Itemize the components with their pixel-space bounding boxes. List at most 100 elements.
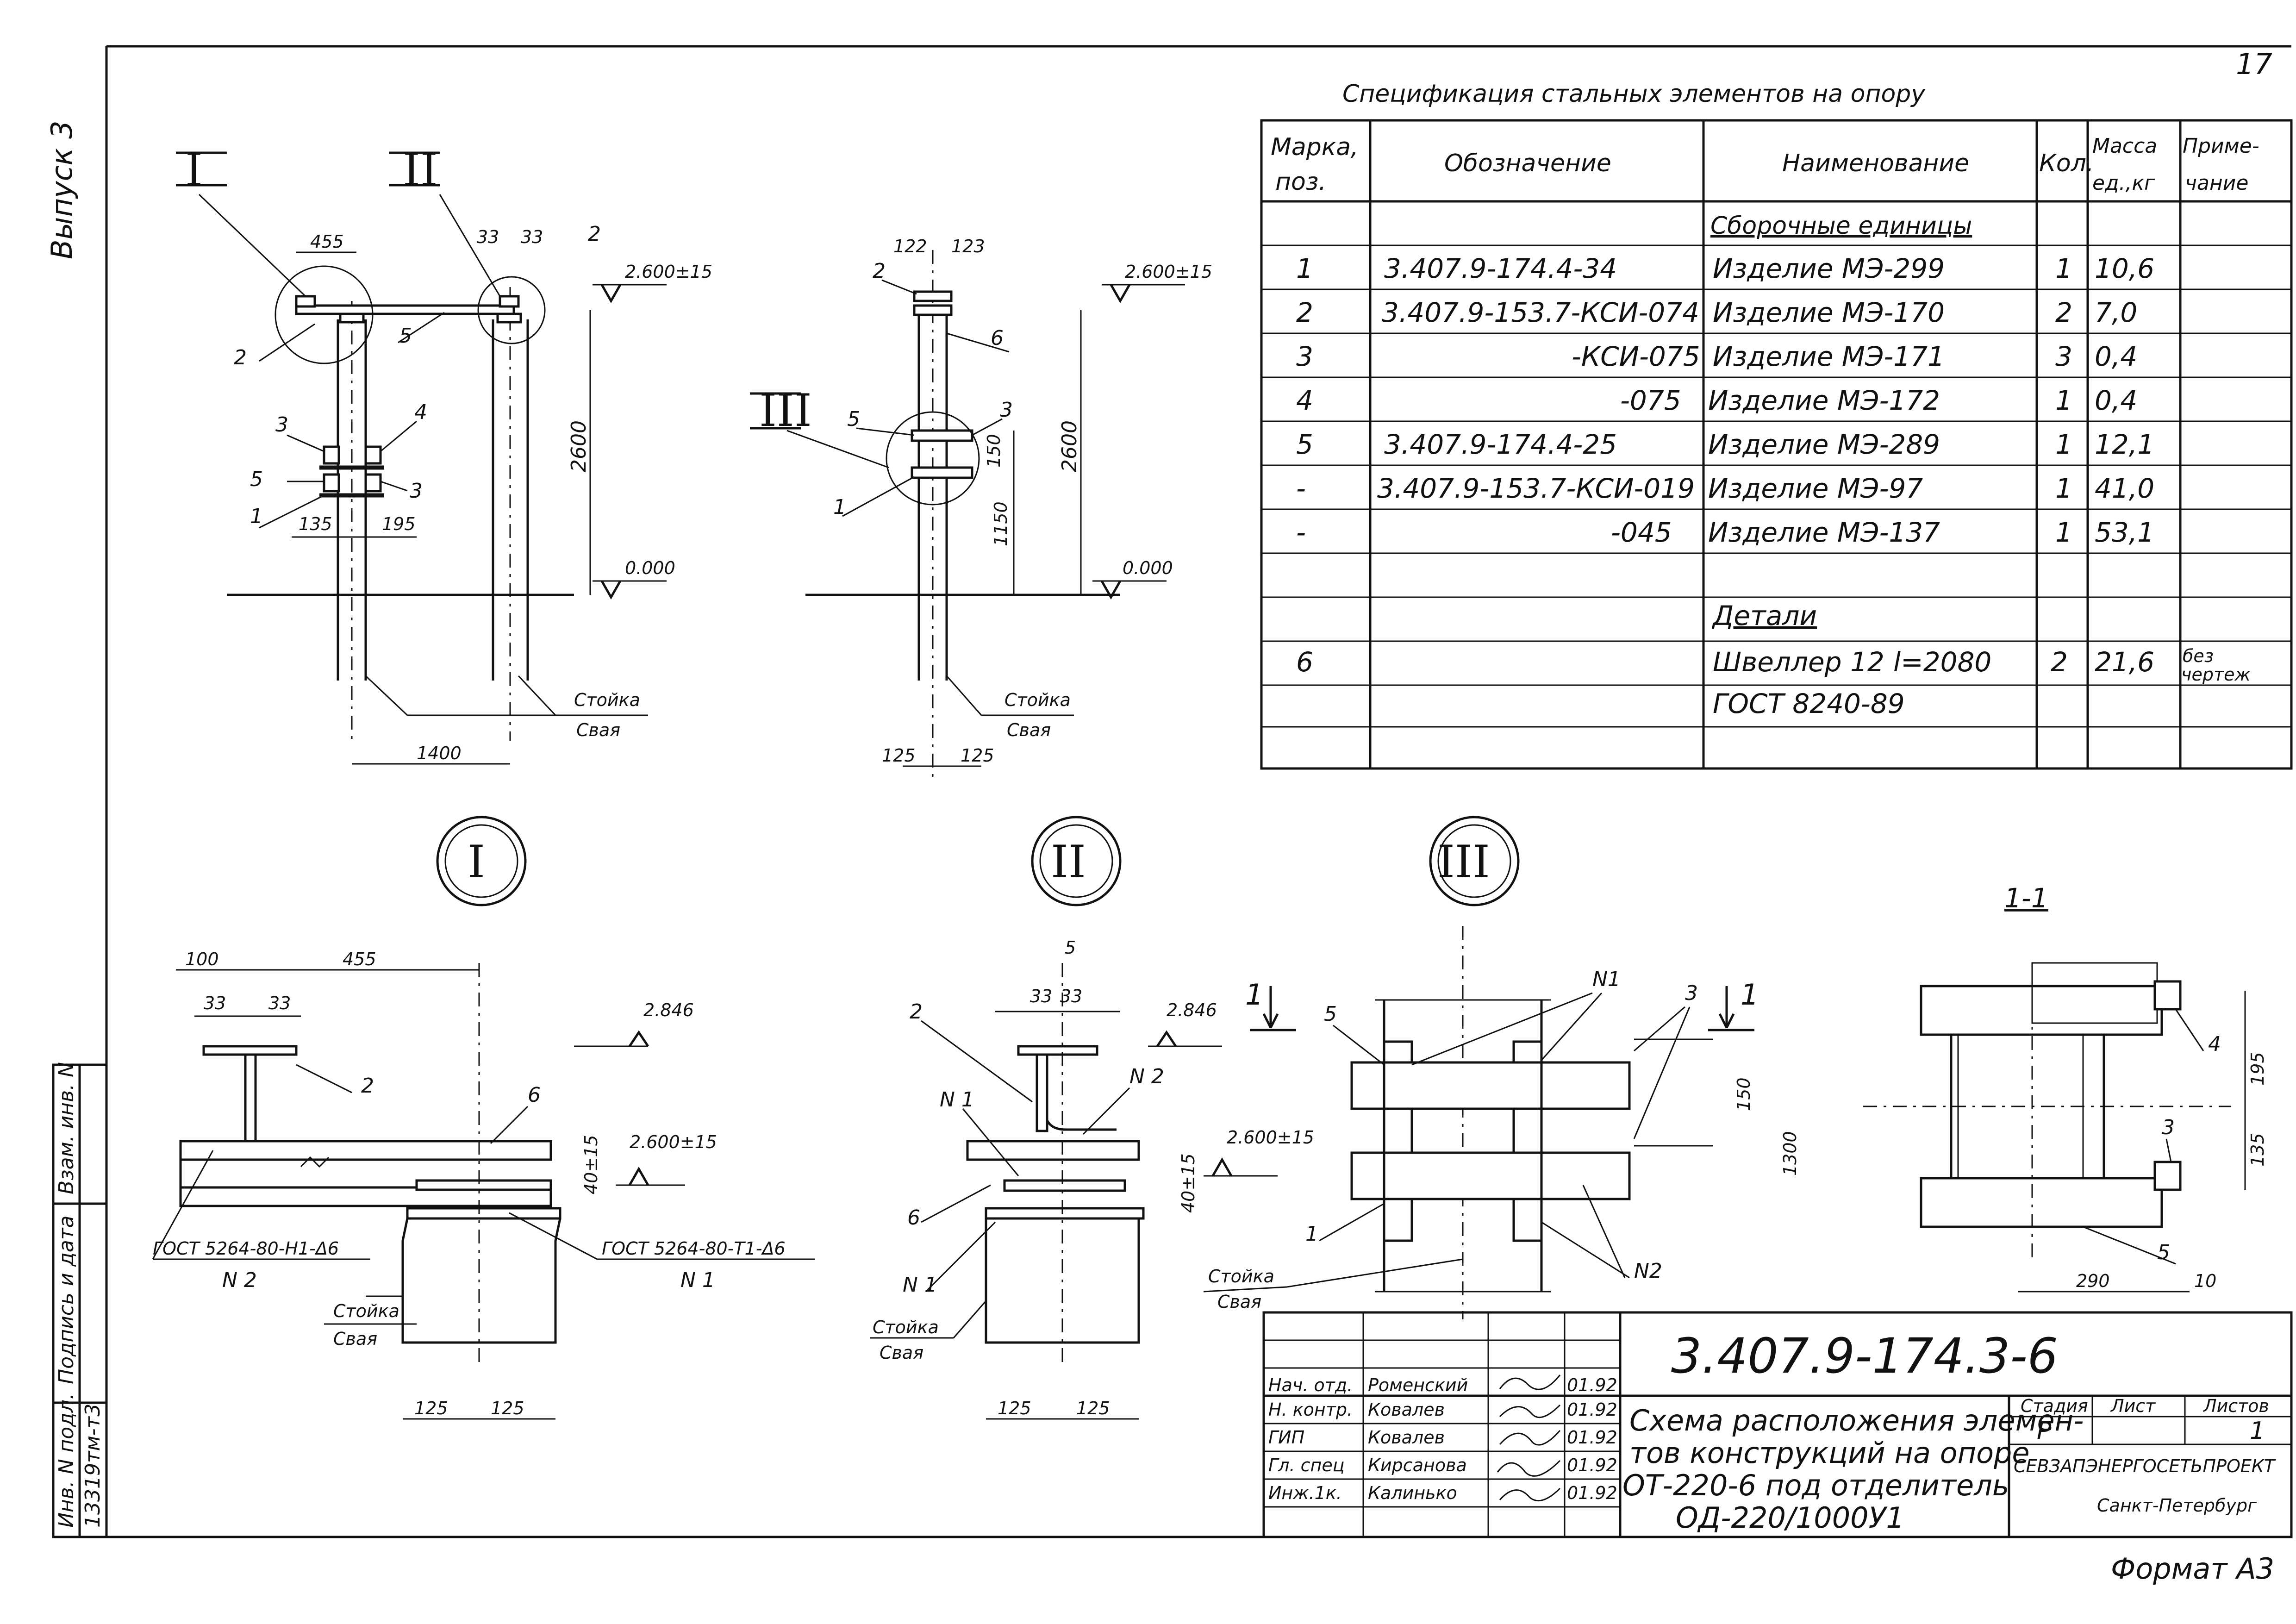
spec-cell-designation: -075 (1620, 385, 1681, 416)
side-view: III 122 123 2 6 5 3 1 150 1150 2.600±15 … (750, 236, 1212, 778)
person-date: 01.92 (1567, 1455, 1617, 1475)
weld-n2: N 2 (1129, 1065, 1164, 1088)
pos-3: 3 (1000, 398, 1013, 422)
person-name: Ковалев (1368, 1399, 1445, 1420)
spec-cell-qty: 1 (2055, 385, 2072, 416)
pos-6: 6 (528, 1083, 541, 1107)
elev-top: 2.600±15 (625, 262, 712, 282)
spec-cell-mark: 2 (1296, 297, 1313, 328)
spec-group-assembly: Сборочные единицы (1710, 212, 1972, 240)
person-role: ГИП (1268, 1427, 1304, 1448)
spec-cell-designation: 3.407.9-153.7-КСИ-074 (1382, 297, 1699, 328)
person-date: 01.92 (1567, 1483, 1617, 1503)
person-role: Нач. отд. (1268, 1375, 1353, 1395)
pos-2: 2 (910, 1000, 923, 1024)
people-row: Н. контр. Ковалев 01.92 (1268, 1399, 1617, 1420)
label-svaya: Свая (576, 720, 620, 740)
spec-row: 4 -075 Изделие МЭ-172 1 0,4 (1296, 385, 2137, 416)
spec-header-mark-2: поз. (1275, 168, 1326, 196)
spec-cell-designation: -045 (1611, 517, 1672, 548)
label-stoika: Стойка (1208, 1266, 1274, 1287)
sheets-value: 1 (2250, 1417, 2265, 1445)
pos-2: 2 (873, 259, 886, 283)
spec-cell-qty: 1 (2055, 473, 2072, 504)
dim-135: 135 (2247, 1133, 2268, 1167)
dim-455: 455 (343, 949, 376, 969)
signature (1499, 1404, 1561, 1418)
spec-cell-mass: 0,4 (2095, 341, 2137, 372)
spec-cell-mass: 0,4 (2095, 385, 2137, 416)
dim-100: 100 (185, 949, 219, 969)
spec-cell-qty: 1 (2055, 429, 2072, 460)
spec-header-mass: Масса (2092, 134, 2157, 158)
sheet-label: Лист (2110, 1396, 2156, 1416)
elev-2846: 2.846 (643, 1000, 694, 1020)
dim-33: 33 (477, 227, 499, 247)
dim-123: 123 (951, 236, 985, 256)
spec-cell-note-2: чертеж (2181, 664, 2251, 685)
cut-1-left: 1 (1245, 978, 1263, 1012)
desc-line-1: Схема расположения элемен- (1629, 1404, 2084, 1437)
pos-6: 6 (907, 1206, 920, 1230)
detail-markers: I II III 1-1 (436, 816, 2048, 914)
spec-row: 1 3.407.9-174.4-34 Изделие МЭ-299 1 10,6 (1296, 253, 2154, 284)
org-name: СЕВЗАПЭНЕРГОСЕТЬПРОЕКТ (2014, 1456, 2276, 1476)
spec-cell-mass: 12,1 (2095, 429, 2154, 460)
elev-top: 2.600±15 (630, 1132, 717, 1152)
elev-top: 2.600±15 (1125, 262, 1212, 282)
spec-group-details: Детали (1711, 600, 1817, 631)
org-city: Санкт-Петербург (2097, 1495, 2257, 1516)
pos-3: 3 (275, 413, 288, 437)
dim-125: 125 (491, 1398, 524, 1418)
weld-n1: N 1 (680, 1268, 715, 1292)
dim-33: 33 (204, 993, 226, 1013)
spec-cell-qty: 1 (2055, 253, 2072, 284)
spec-row: 5 3.407.9-174.4-25 Изделие МЭ-289 1 12,1 (1296, 429, 2154, 460)
pos-3: 3 (410, 479, 423, 503)
signature (1499, 1430, 1561, 1446)
dim-125: 125 (414, 1398, 448, 1418)
signature (1499, 1487, 1561, 1502)
dim-33: 33 (1060, 986, 1082, 1006)
spec-cell-qty: 1 (2055, 517, 2072, 548)
label-stoika: Стойка (333, 1301, 399, 1321)
spec-cell-mass: 41,0 (2095, 473, 2154, 504)
label-stoika: Стойка (873, 1317, 939, 1337)
people-row: Нач. отд. Роменский 01.92 (1268, 1374, 1617, 1395)
desc-line-4: ОД-220/1000У1 (1676, 1501, 1904, 1535)
gost-n1: ГОСТ 5264-80-Т1-Δ6 (602, 1238, 786, 1259)
series-label: Выпуск 3 (45, 121, 79, 259)
stamp-inv-value: 13319тм-т3 (81, 1404, 105, 1528)
person-date: 01.92 (1567, 1375, 1617, 1395)
weld-label-n2: N2 (1634, 1259, 1662, 1283)
label-stoika: Стойка (1004, 690, 1071, 710)
spec-cell-qty: 2 (2051, 646, 2068, 678)
dim-5: 5 (1065, 937, 1076, 958)
label-svaya: Свая (880, 1343, 923, 1363)
desc-line-3: ОТ-220-6 под отделитель (1622, 1468, 2009, 1502)
spec-cell-designation: 3.407.9-153.7-КСИ-019 (1377, 473, 1695, 504)
sheets-label: Листов (2202, 1396, 2269, 1416)
spec-cell-mark: 5 (1296, 429, 1313, 460)
people-row: Инж.1к. Калинько 01.92 (1268, 1483, 1617, 1503)
spec-header-mass-2: ед.,кг (2092, 171, 2155, 195)
person-role: Н. контр. (1268, 1399, 1353, 1420)
person-name: Роменский (1368, 1375, 1468, 1395)
pos-3: 3 (2162, 1116, 2175, 1139)
title-block: 3.407.9-174.3-6 Схема расположения элеме… (1262, 1311, 2293, 1538)
dim-125: 125 (882, 745, 916, 766)
spec-cell-mass: 21,6 (2095, 646, 2154, 678)
pos-4: 4 (2208, 1032, 2221, 1056)
pos-6: 6 (991, 326, 1004, 350)
spec-title: Спецификация стальных элементов на опору (1342, 80, 1926, 108)
spec-cell-qty: 2 (2055, 297, 2072, 328)
spec-header-mark: Марка, (1271, 133, 1359, 161)
dim-40: 40±15 (1178, 1153, 1198, 1213)
dim-33: 33 (521, 227, 543, 247)
dim-150: 150 (1734, 1077, 1754, 1111)
person-role: Гл. спец (1268, 1455, 1345, 1475)
elev-zero: 0.000 (1123, 558, 1173, 578)
spec-header-name: Наименование (1782, 150, 1969, 177)
people-row: Гл. спец Кирсанова 01.92 (1268, 1455, 1617, 1477)
doc-code: 3.407.9-174.3-6 (1671, 1328, 2058, 1384)
